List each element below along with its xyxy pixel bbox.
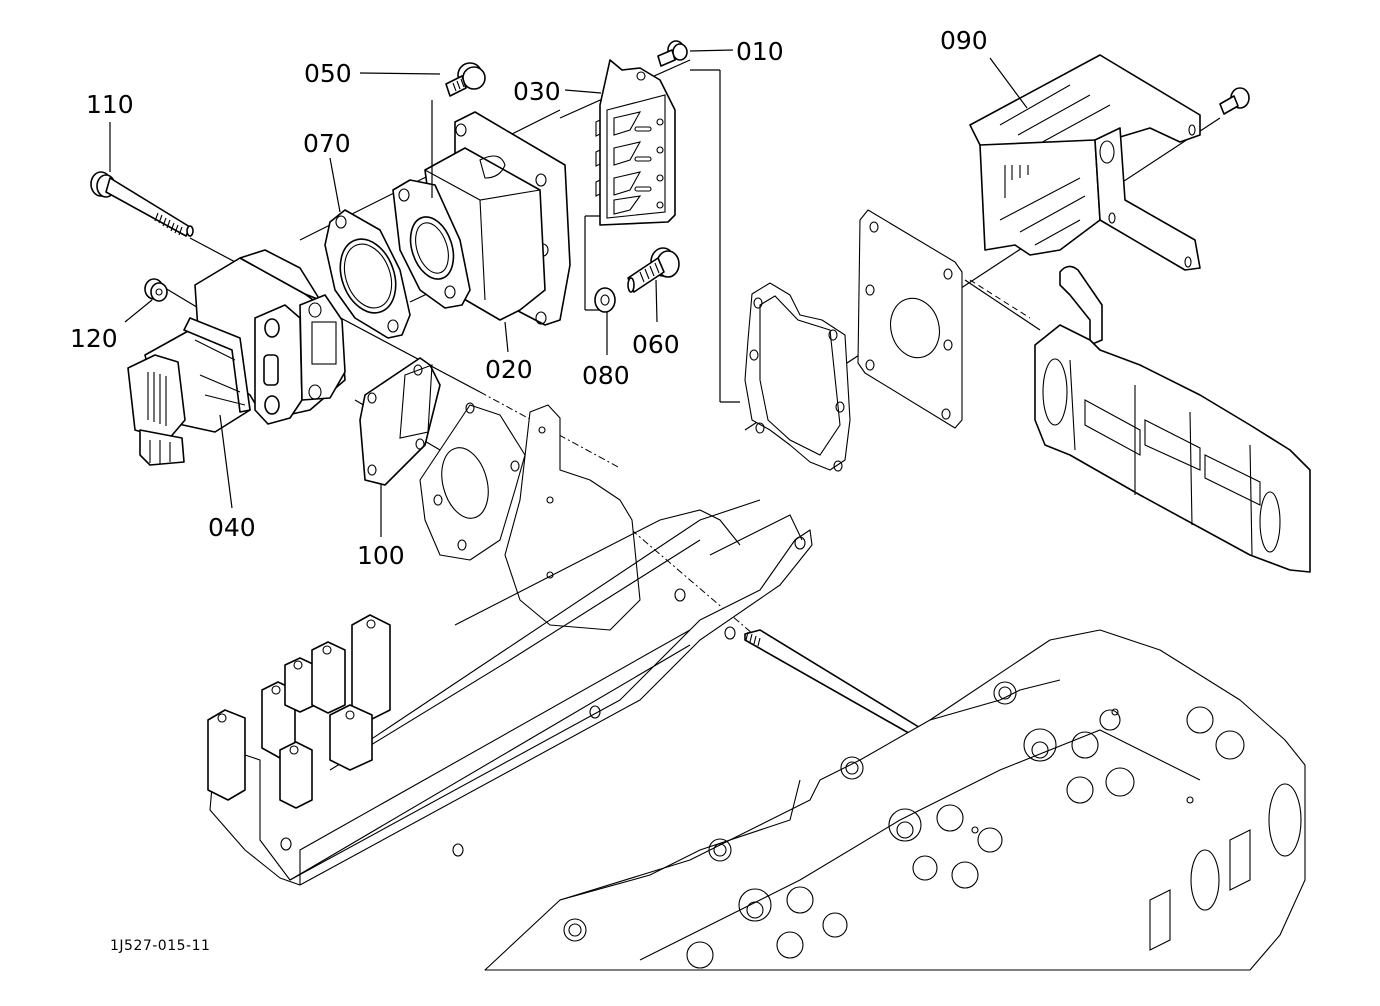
part-120-nut[interactable] xyxy=(144,278,168,302)
callout-110[interactable]: 110 xyxy=(86,90,134,119)
part-090-bracket[interactable] xyxy=(969,54,1250,271)
callout-030[interactable]: 030 xyxy=(513,77,561,106)
callout-leaders xyxy=(109,49,1028,323)
callout-040[interactable]: 040 xyxy=(208,513,256,542)
part-080-washer[interactable] xyxy=(594,287,616,355)
callout-120[interactable]: 120 xyxy=(70,324,118,353)
drawing-code: 1J527-015-11 xyxy=(110,938,210,954)
part-040-egr-valve[interactable] xyxy=(127,249,346,509)
part-100-gasket[interactable] xyxy=(359,357,441,537)
cylinder-head-ports xyxy=(563,681,1245,969)
callout-labels: 010 020 030 040 050 060 070 080 090 100 … xyxy=(70,26,988,570)
callout-060[interactable]: 060 xyxy=(632,330,680,359)
egr-cooler-gasket-rear xyxy=(857,209,963,429)
part-070-gasket[interactable] xyxy=(324,209,411,339)
egr-cooler-gasket-front xyxy=(744,282,851,472)
callout-080[interactable]: 080 xyxy=(582,361,630,390)
callout-100[interactable]: 100 xyxy=(357,541,405,570)
callout-090[interactable]: 090 xyxy=(940,26,988,55)
part-020-egr-housing[interactable] xyxy=(392,111,571,353)
callout-020[interactable]: 020 xyxy=(485,355,533,384)
part-110-bolt[interactable] xyxy=(90,171,194,237)
part-010-screw[interactable] xyxy=(657,40,688,67)
part-060-bolt[interactable] xyxy=(627,247,680,323)
part-050-bolt[interactable] xyxy=(431,62,486,198)
part-030-reed-valve[interactable] xyxy=(595,59,676,226)
cylinder-head xyxy=(484,629,1306,971)
egr-pipe-flange xyxy=(419,402,641,631)
intake-manifold xyxy=(207,499,941,886)
callout-050[interactable]: 050 xyxy=(304,59,352,88)
callout-070[interactable]: 070 xyxy=(303,129,351,158)
callout-010[interactable]: 010 xyxy=(736,37,784,66)
egr-cooler xyxy=(1034,265,1311,573)
